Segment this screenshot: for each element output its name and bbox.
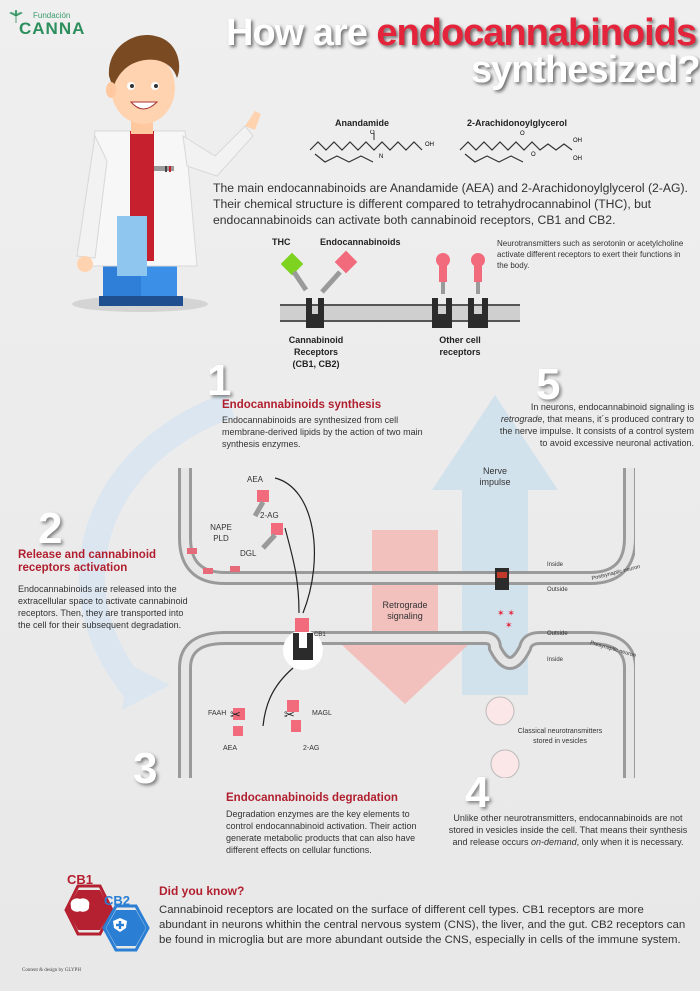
svg-text:✶: ✶ — [505, 621, 513, 631]
step4-text: Unlike other neurotransmitters, endocann… — [448, 813, 688, 847]
dgl-label: DGL — [240, 549, 257, 558]
brand-logo: CANNA — [19, 19, 86, 38]
2ag-label-diagram: 2-AG — [260, 511, 279, 520]
svg-text:O: O — [370, 130, 375, 136]
magl-label: MAGL — [312, 710, 332, 717]
receptor-membrane-diagram — [280, 250, 520, 328]
aea-product-label: AEA — [223, 745, 238, 752]
outside-pre-label: Outside — [547, 631, 568, 637]
page-title-line1: How are endocannabinoids — [226, 12, 697, 54]
cb1-badge-label: CB1 — [67, 872, 94, 887]
step2-number: 2 — [38, 504, 63, 553]
nerve-impulse-arrow — [432, 395, 558, 695]
step1-number: 1 — [207, 356, 232, 405]
inside-post-label: Inside — [547, 562, 564, 568]
2ag-product-label: 2-AG — [303, 745, 320, 752]
step1-text: Endocannabinoids are synthesized from ce… — [222, 415, 423, 449]
neuron-membranes: ✶ ✶ ✶ ✂ ✂ — [178, 468, 635, 778]
step5-number: 5 — [536, 360, 561, 409]
step5-text: In neurons, endocannabinoid signaling is… — [499, 402, 694, 448]
anandamide-label: Anandamide — [335, 118, 390, 128]
svg-text:✂: ✂ — [284, 708, 295, 723]
scientist-illustration — [72, 35, 261, 312]
thc-label: THC — [272, 237, 291, 247]
step2-text: Endocannabinoids are released into the e… — [18, 584, 188, 630]
step4-number: 4 — [465, 768, 490, 817]
2ag-structure: O O OH OH — [459, 131, 582, 163]
svg-text:✶ ✶: ✶ ✶ — [497, 609, 515, 619]
svg-text:OH: OH — [573, 156, 582, 162]
step3-number: 3 — [133, 744, 158, 793]
did-you-know-text: Cannabinoid receptors are located on the… — [159, 904, 686, 946]
intro-paragraph: The main endocannabinoids are Anandamide… — [213, 181, 688, 227]
step2-title: Release and cannabinoid receptors activa… — [18, 549, 157, 574]
cb-receptor-badges — [64, 884, 150, 952]
brand-line1: Fundación — [33, 11, 71, 20]
svg-text:✂: ✂ — [230, 708, 241, 723]
cb1-diagram-label: CB1 — [314, 632, 326, 638]
step3-title: Endocannabinoids degradation — [226, 792, 398, 804]
svg-text:OH: OH — [573, 138, 582, 144]
outside-post-label: Outside — [547, 587, 568, 593]
anandamide-structure: O N OH — [309, 130, 434, 163]
aea-label: AEA — [247, 475, 264, 484]
svg-text:O: O — [520, 131, 525, 137]
neurotransmitters-note: Neurotransmitters such as serotonin or a… — [497, 239, 684, 270]
did-you-know-title: Did you know? — [159, 884, 245, 898]
step1-title: Endocannabinoids synthesis — [222, 399, 382, 411]
svg-text:O: O — [531, 152, 536, 158]
faah-label: FAAH — [208, 710, 227, 717]
2ag-label: 2-Arachidonoylglycerol — [467, 118, 568, 128]
endocannabinoids-label: Endocannabinoids — [320, 237, 401, 247]
shield-cross-icon — [113, 918, 127, 932]
curved-flow-arrow — [79, 395, 235, 710]
cannabis-leaf-icon — [9, 10, 23, 23]
inside-pre-label: Inside — [547, 657, 564, 663]
svg-text:OH: OH — [425, 142, 434, 148]
cb2-badge-label: CB2 — [104, 893, 131, 908]
page-title-line2: synthesized? — [471, 49, 700, 91]
svg-text:N: N — [379, 154, 383, 160]
step3-text: Degradation enzymes are the key elements… — [226, 809, 417, 855]
design-credit: Content & design by GLYPH — [22, 968, 81, 973]
brain-icon — [70, 898, 90, 912]
